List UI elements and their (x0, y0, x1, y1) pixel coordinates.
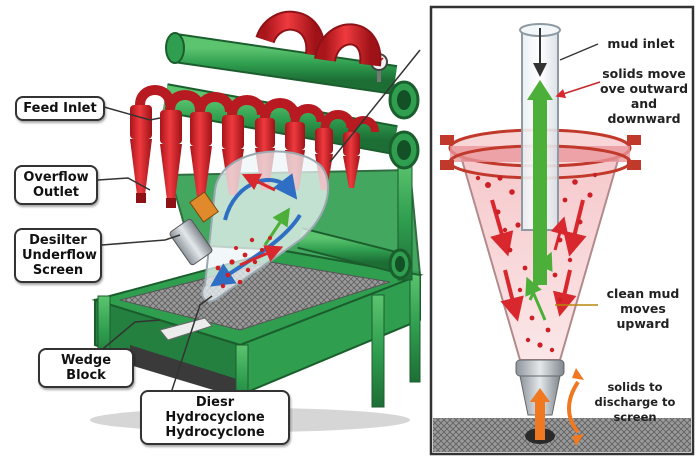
green-spiral-arrow (525, 276, 547, 321)
label-overflow-outlet: Overflow Outlet (14, 165, 98, 205)
label-solids-line3: and downward (607, 96, 681, 126)
label-clean-mud: clean mud moves upward (600, 286, 686, 331)
label-wedge-block: Wedge Block (38, 348, 134, 388)
flow-arrow-green (263, 207, 290, 246)
orange-double-arrow (567, 380, 580, 434)
flange-bolt (627, 160, 641, 170)
orange-discharge-arrowhead (530, 388, 550, 402)
label-desilter-underflow: Desilter Underflow Screen (14, 228, 102, 283)
red-downflow-arrow (552, 269, 577, 317)
orange-double-arrowhead (572, 368, 584, 380)
screen-mesh-bottom (433, 418, 691, 452)
label-overflow-line1: Overflow (23, 170, 89, 185)
underflow-tray (130, 345, 240, 398)
desilter-machine (90, 10, 424, 432)
red-downflow-arrow (563, 199, 587, 257)
label-desilter-line3: Screen (32, 263, 84, 278)
label-solids-line2: ove outward (599, 81, 689, 96)
label-clean-line3: upward (616, 316, 670, 331)
red-downflow-arrow (500, 269, 524, 322)
discharge-pipe (297, 227, 412, 280)
label-hydrocyclone-line2: Hydrocyclone (165, 425, 265, 440)
solid-particles-detail (475, 172, 598, 353)
label-overflow-line2: Outlet (32, 185, 79, 200)
frame-leg (409, 271, 421, 383)
flow-arrow-red (239, 245, 284, 267)
label-solids-discharge: solids to discharge to screen (580, 380, 690, 425)
label-feed-inlet: Feed Inlet (15, 96, 105, 121)
frame-leg (371, 294, 385, 408)
mud-inlet-leader (559, 43, 599, 61)
red-upflow-arrow (550, 216, 569, 251)
green-upflow-arrowhead (527, 80, 553, 100)
wedge-block (159, 317, 213, 341)
flange-bolt (440, 160, 454, 170)
label-hydrocyclone-line1: Diesr Hydrocyclone (165, 395, 265, 425)
label-discharge-line1: solids to (607, 380, 663, 394)
solids-leader-arrow (555, 81, 601, 99)
red-downflow-arrow (490, 199, 514, 257)
solid-particles (215, 236, 272, 289)
label-solids-move: solids move ove outward and downward (596, 66, 692, 126)
label-mud-inlet: mud inlet (607, 36, 675, 51)
label-hydrocyclone: Diesr Hydrocyclone Hydrocyclone (140, 390, 290, 445)
cutaway-hydrocyclone (169, 150, 330, 303)
label-desilter-line1: Desilter (29, 233, 87, 248)
red-elbow (316, 25, 380, 67)
label-clean-line2: moves (620, 301, 666, 316)
label-clean-line1: clean mud (606, 286, 680, 301)
label-discharge-line2: discharge to screen (594, 395, 676, 424)
apex-sleeve (515, 359, 565, 377)
flange-bolt (627, 135, 641, 145)
label-desilter-line2: Underflow (22, 248, 97, 263)
label-solids-line1: solids move (602, 66, 686, 81)
red-elbow (257, 12, 324, 56)
flow-arrow-red (241, 173, 276, 192)
orange-double-arrowhead (572, 434, 584, 446)
right-detail-panel (429, 5, 695, 456)
left-leader-lines (91, 49, 421, 397)
overflow-manifold (165, 32, 420, 120)
flange-bolt (440, 135, 454, 145)
